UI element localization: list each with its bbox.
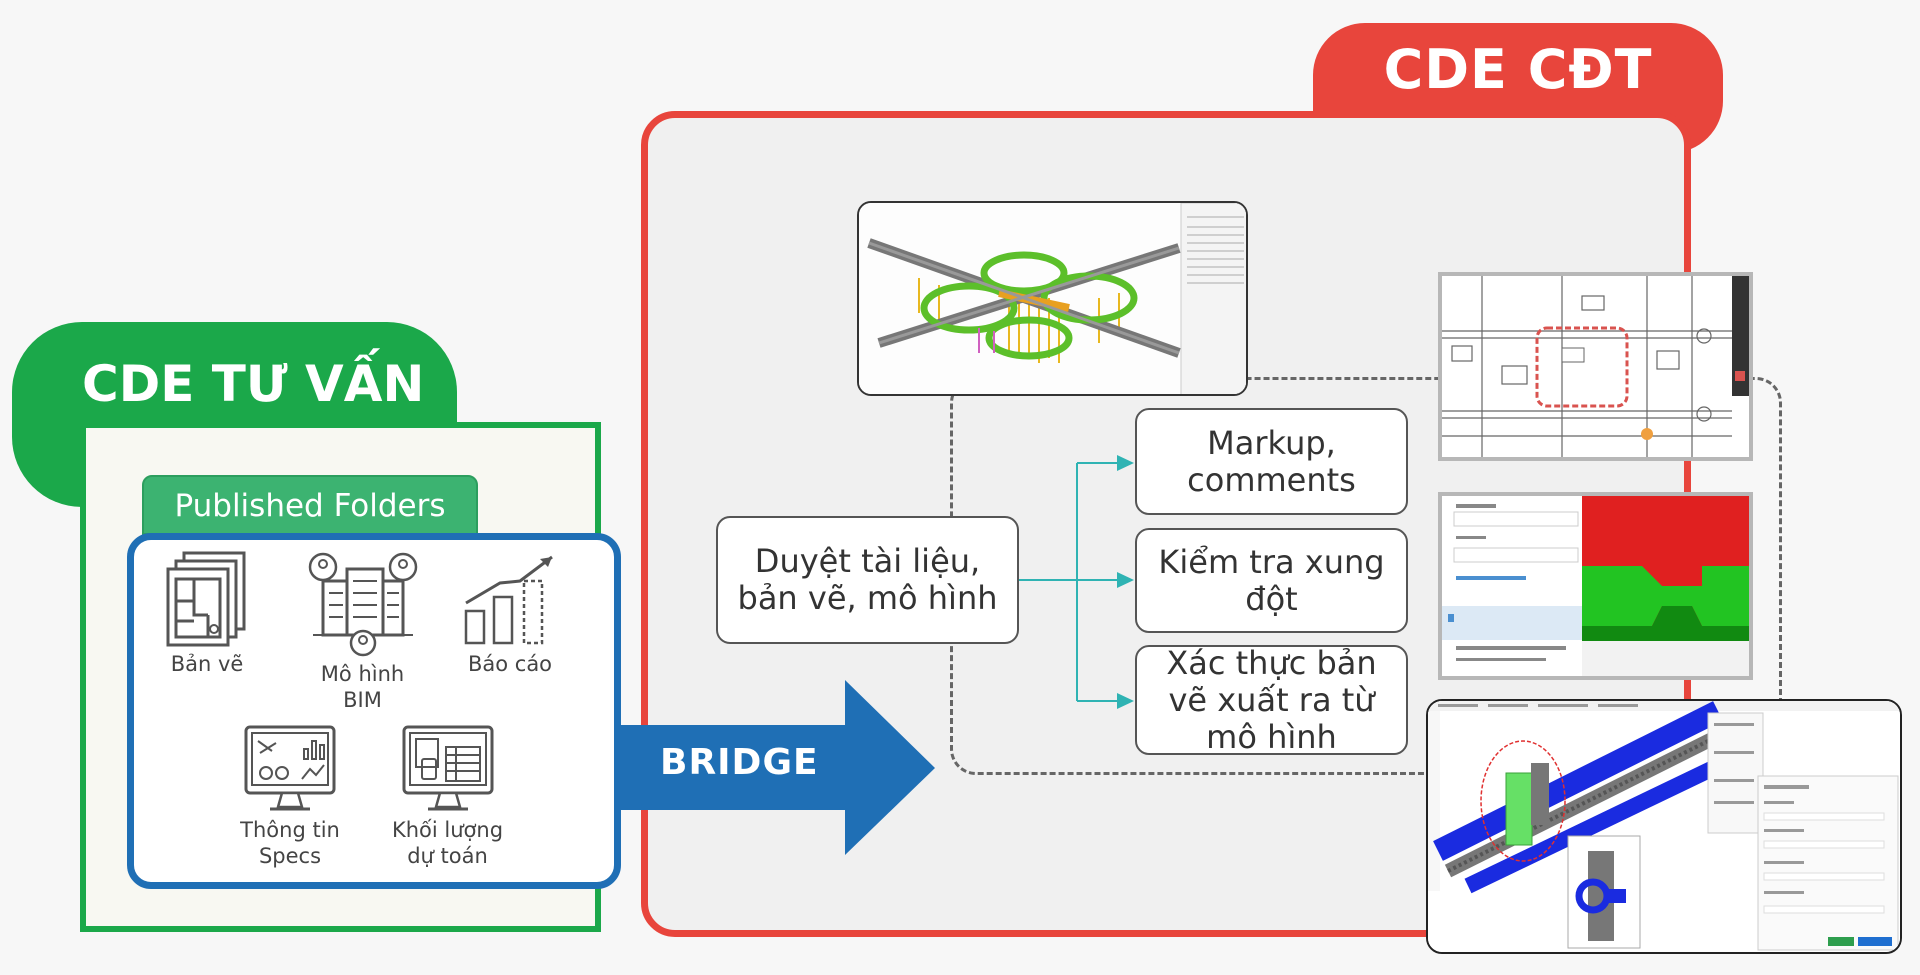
published-folders-tab: Published Folders: [142, 475, 478, 535]
clash-detection-screenshot: [1438, 492, 1753, 680]
report-chart-icon: [464, 555, 553, 645]
estimate-monitor-icon: [402, 725, 493, 811]
folder-item-bim: Mô hình BIM: [300, 551, 425, 713]
bridge-arrow: [600, 680, 935, 855]
road-interchange-model-screenshot: [857, 201, 1248, 396]
folder-label-report: Báo cáo: [467, 652, 553, 676]
review-documents-box: Duyệt tài liệu, bản vẽ, mô hình: [716, 516, 1019, 644]
floor-plan-markup-screenshot: [1438, 272, 1753, 461]
review-connectors: [1019, 455, 1134, 709]
folder-item-estimate: Khối lượng dự toán: [385, 725, 510, 869]
drawing-validation-box: Xác thực bản vẽ xuất ra từ mô hình: [1135, 644, 1408, 755]
arrowhead-markup: [1117, 455, 1134, 471]
folder-item-drawings: Bản vẽ: [152, 551, 262, 677]
cde-tu-van-title: CDE TƯ VẤN: [82, 355, 425, 413]
drawings-icon: [166, 551, 246, 647]
folder-item-report: Báo cáo: [455, 551, 565, 677]
clash-check-box: Kiểm tra xung đột: [1135, 528, 1408, 633]
pipe-model-clash-test-screenshot: [1426, 699, 1902, 954]
arrowhead-validate: [1117, 693, 1134, 709]
arrowhead-clash: [1117, 572, 1134, 588]
markup-comments-box: Markup, comments: [1135, 408, 1408, 515]
folder-label-drawings: Bản vẽ: [170, 652, 244, 676]
folder-label-specs: Thông tin Specs: [240, 818, 340, 868]
folder-label-estimate: Khối lượng dự toán: [391, 818, 504, 868]
specs-monitor-icon: [244, 725, 336, 811]
folder-label-bim: Mô hình BIM: [320, 662, 405, 712]
folder-item-specs: Thông tin Specs: [235, 725, 345, 869]
cde-cdt-title: CDE CĐT: [1383, 38, 1653, 101]
bridge-label: BRIDGE: [660, 742, 819, 783]
bim-building-icon: [308, 552, 417, 657]
